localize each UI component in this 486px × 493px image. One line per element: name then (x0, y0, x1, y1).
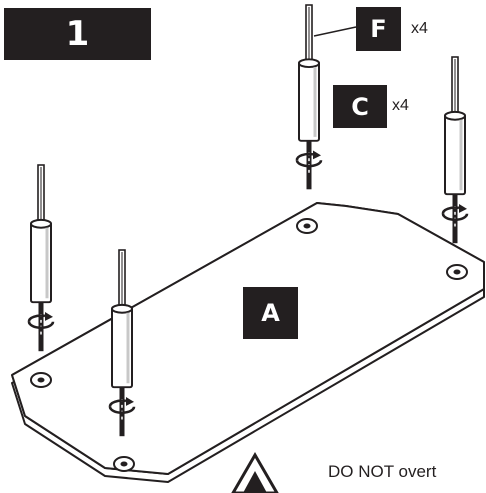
part-letter-c: C (351, 92, 369, 121)
step-number: 1 (65, 14, 90, 54)
part-label-a: A (243, 287, 298, 339)
part-letter-f: F (370, 15, 387, 43)
base-panel-a (11, 202, 485, 483)
leader-line-f (313, 26, 357, 37)
step-number-badge: 1 (4, 8, 151, 60)
part-label-f: F (356, 7, 401, 51)
part-letter-a: A (261, 299, 280, 327)
part-label-c: C (333, 85, 387, 128)
warning-triangle-icon (231, 452, 279, 493)
leg-assembly (295, 3, 323, 191)
board-hole (113, 456, 135, 472)
leg-assembly (27, 163, 55, 353)
board-hole (30, 372, 52, 388)
part-quantity-c: x4 (392, 97, 409, 114)
warning-text: DO NOT overt (328, 462, 437, 481)
leg-assembly (441, 55, 469, 245)
board-hole (296, 218, 318, 234)
part-quantity-f: x4 (411, 20, 428, 37)
board-hole (446, 264, 468, 280)
